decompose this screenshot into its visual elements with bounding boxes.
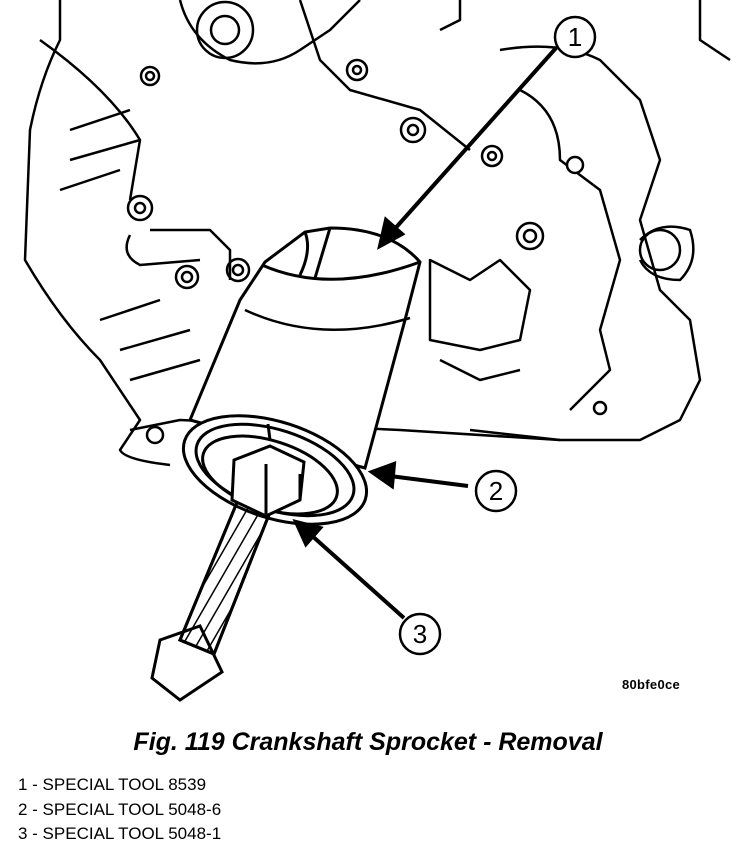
forcing-screw [150,444,306,702]
figure-caption: Fig. 119 Crankshaft Sprocket - Removal [133,728,603,756]
legend-item: 1 - SPECIAL TOOL 8539 [18,775,207,794]
image-id-label: 80bfe0ce [622,677,681,692]
callout-1: 1 [553,15,597,59]
callout-1-number: 1 [568,22,582,52]
legend-item: 3 - SPECIAL TOOL 5048-1 [18,824,222,843]
engine-block [23,0,731,467]
callout-3-number: 3 [413,619,427,649]
callout-2-number: 2 [489,476,503,506]
callout-arrows [292,46,558,620]
legend-list: 1 - SPECIAL TOOL 8539 2 - SPECIAL TOOL 5… [18,773,221,847]
callout-3: 3 [398,612,442,656]
legend-item: 2 - SPECIAL TOOL 5048-6 [18,799,222,819]
callout-2: 2 [474,469,518,513]
technical-illustration: 1 2 3 [23,0,731,702]
